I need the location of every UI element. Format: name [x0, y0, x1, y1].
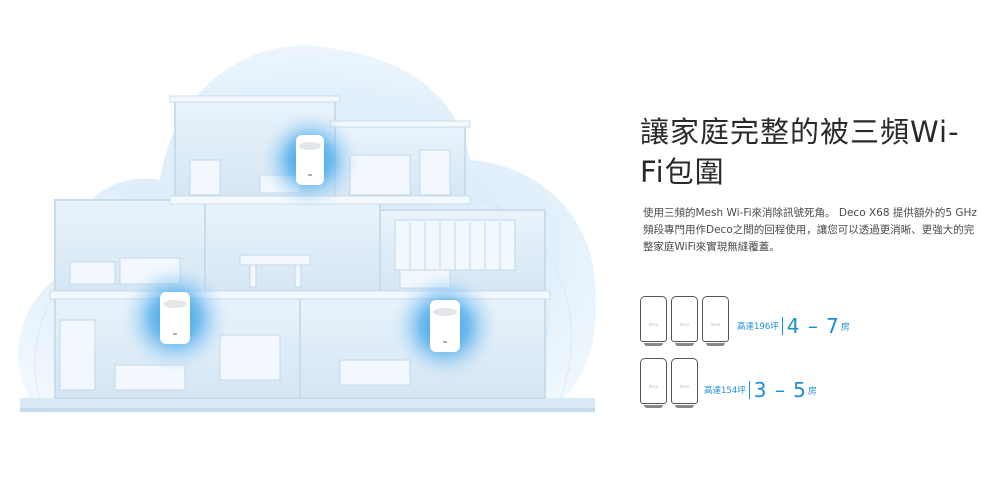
feature-description: 使用三頻的Mesh Wi-Fi來消除訊號死角。 Deco X68 提供額外的5 …: [643, 207, 977, 253]
coverage-info: 高達196坪 4 – 7 房: [737, 314, 850, 338]
coverage-info: 高達154坪 3 – 5 房: [704, 378, 817, 402]
divider: [748, 381, 750, 399]
rooms-unit: 房: [807, 386, 817, 397]
deco-units-group: deco deco deco: [640, 296, 729, 346]
page-title: 讓家庭完整的被三頻Wi-Fi包圍: [640, 115, 960, 189]
deco-units-group: deco deco: [640, 358, 698, 408]
divider: [781, 317, 783, 335]
rooms-range: 4 – 7: [786, 314, 840, 338]
rooms-range: 3 – 5: [753, 378, 807, 402]
coverage-area: 高達196坪: [737, 322, 779, 332]
config-three-pack: deco deco deco 高達196坪 4 – 7 房: [640, 296, 880, 358]
deco-device-right: [430, 300, 460, 352]
deco-unit-icon: deco: [671, 296, 698, 346]
deco-unit-icon: deco: [640, 358, 667, 408]
deco-unit-icon: deco: [671, 358, 698, 408]
coverage-area: 高達154坪: [704, 386, 746, 396]
house-coverage-illustration: [18, 45, 596, 412]
config-two-pack: deco deco 高達154坪 3 – 5 房: [640, 358, 880, 420]
deco-unit-icon: deco: [640, 296, 667, 346]
deco-unit-icon: deco: [702, 296, 729, 346]
deco-device-left: [160, 292, 190, 344]
rooms-unit: 房: [840, 322, 850, 333]
deco-device-top: [296, 135, 324, 185]
